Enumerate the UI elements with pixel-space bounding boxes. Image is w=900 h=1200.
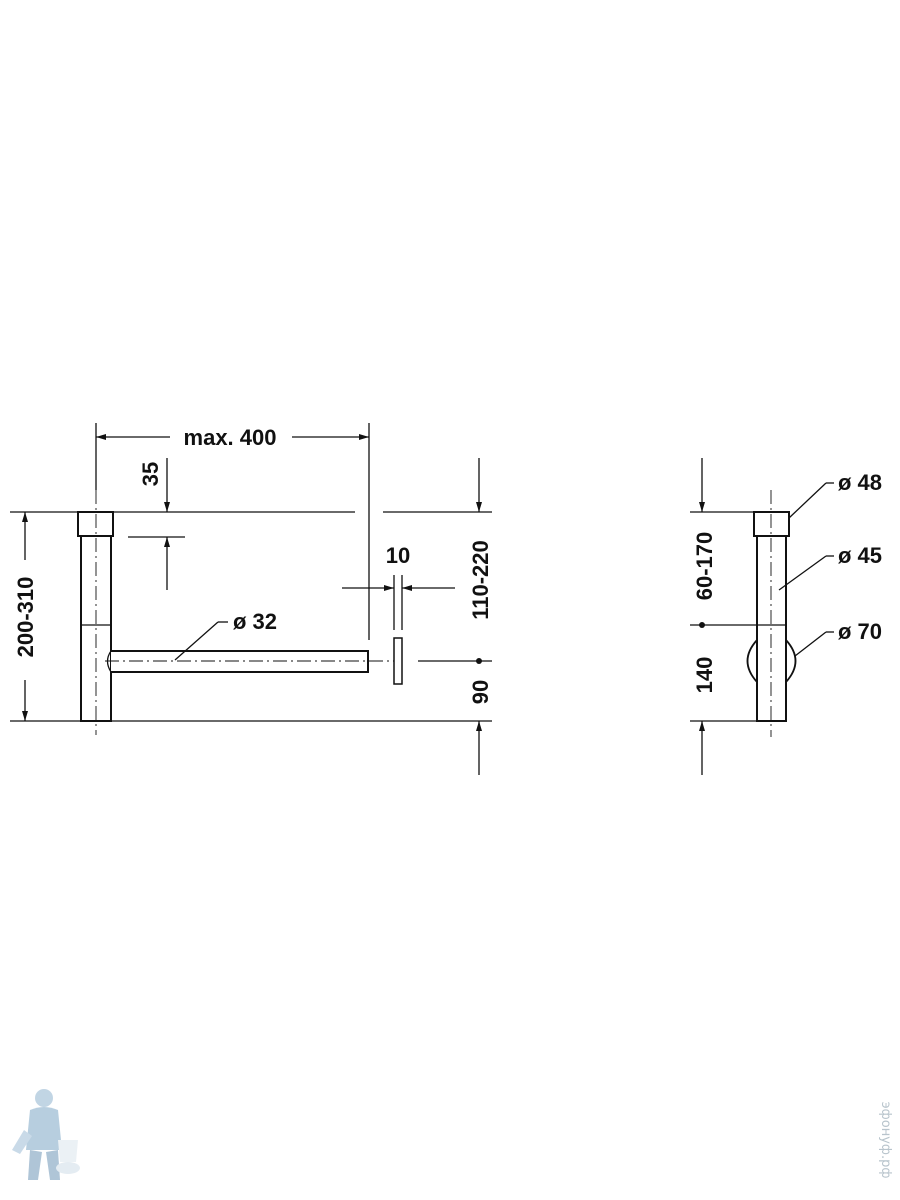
side-view: 60-170 140 ø 48 ø 45 ø 70 xyxy=(690,458,882,775)
leader-diameter-pipe xyxy=(778,555,827,591)
watermark-text: эфонуф.рф xyxy=(878,1101,893,1178)
side-pipe xyxy=(756,534,787,722)
leader-diameter-bulge xyxy=(794,631,827,657)
side-dim-mid-dot xyxy=(699,622,705,628)
label-height-right-lower: 90 xyxy=(468,680,493,704)
side-bulge-right xyxy=(785,639,797,683)
branch-pipe xyxy=(111,650,369,673)
label-offset-top: 35 xyxy=(138,462,163,486)
label-diameter-bulge: ø 70 xyxy=(838,619,882,644)
label-height-left: 200-310 xyxy=(13,577,38,658)
label-branch-diameter: ø 32 xyxy=(233,609,277,634)
label-side-height-lower: 140 xyxy=(692,657,717,694)
dim-right-center-dot xyxy=(476,658,482,664)
label-wall-gap: 10 xyxy=(386,543,410,568)
label-side-height-upper: 60-170 xyxy=(692,532,717,601)
top-cap xyxy=(77,511,114,537)
label-max-width: max. 400 xyxy=(184,425,277,450)
side-cap xyxy=(753,511,790,537)
label-diameter-pipe: ø 45 xyxy=(838,543,882,568)
side-bulge xyxy=(746,639,758,683)
leader-diameter-top xyxy=(788,482,827,519)
plumber-logo-icon xyxy=(12,1089,80,1180)
leader-branch-diameter xyxy=(174,621,219,661)
wall-plate xyxy=(393,637,403,685)
label-height-right-upper: 110-220 xyxy=(468,540,493,620)
front-view: max. 400 35 10 ø 32 200-310 110-220 90 xyxy=(10,423,493,775)
label-diameter-top: ø 48 xyxy=(838,470,882,495)
